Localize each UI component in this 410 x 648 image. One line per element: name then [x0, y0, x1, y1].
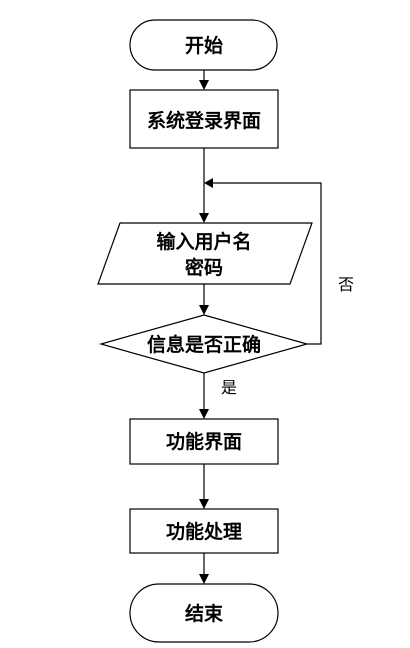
function-screen-label: 功能界面 — [166, 430, 242, 453]
edge-yes: 是 — [199, 373, 237, 419]
edge-no-label: 否 — [338, 275, 354, 294]
edge-login-to-input — [199, 148, 209, 223]
edge-yes-label: 是 — [221, 378, 237, 397]
function-process-label: 功能处理 — [166, 520, 242, 543]
edge-process-to-end — [199, 553, 209, 584]
login-screen-label: 系统登录界面 — [147, 109, 261, 132]
login-screen-node: 系统登录界面 — [129, 89, 279, 149]
input-node: 输入用户名 密码 — [97, 222, 313, 285]
function-screen-node: 功能界面 — [129, 418, 279, 465]
edge-start-to-login — [199, 70, 209, 90]
end-node: 结束 — [129, 583, 279, 643]
input-label-line1: 输入用户名 — [156, 230, 251, 253]
edge-input-to-check — [199, 284, 209, 315]
start-node: 开始 — [129, 19, 278, 71]
check-label: 信息是否正确 — [147, 333, 261, 356]
edge-screen-to-process — [199, 464, 209, 509]
end-label: 结束 — [185, 602, 224, 625]
function-process-node: 功能处理 — [129, 508, 279, 554]
start-label: 开始 — [185, 34, 223, 57]
check-decision-node: 信息是否正确 — [98, 314, 310, 374]
input-label-line2: 密码 — [185, 256, 223, 279]
edge-no-loop: 否 — [204, 178, 354, 345]
